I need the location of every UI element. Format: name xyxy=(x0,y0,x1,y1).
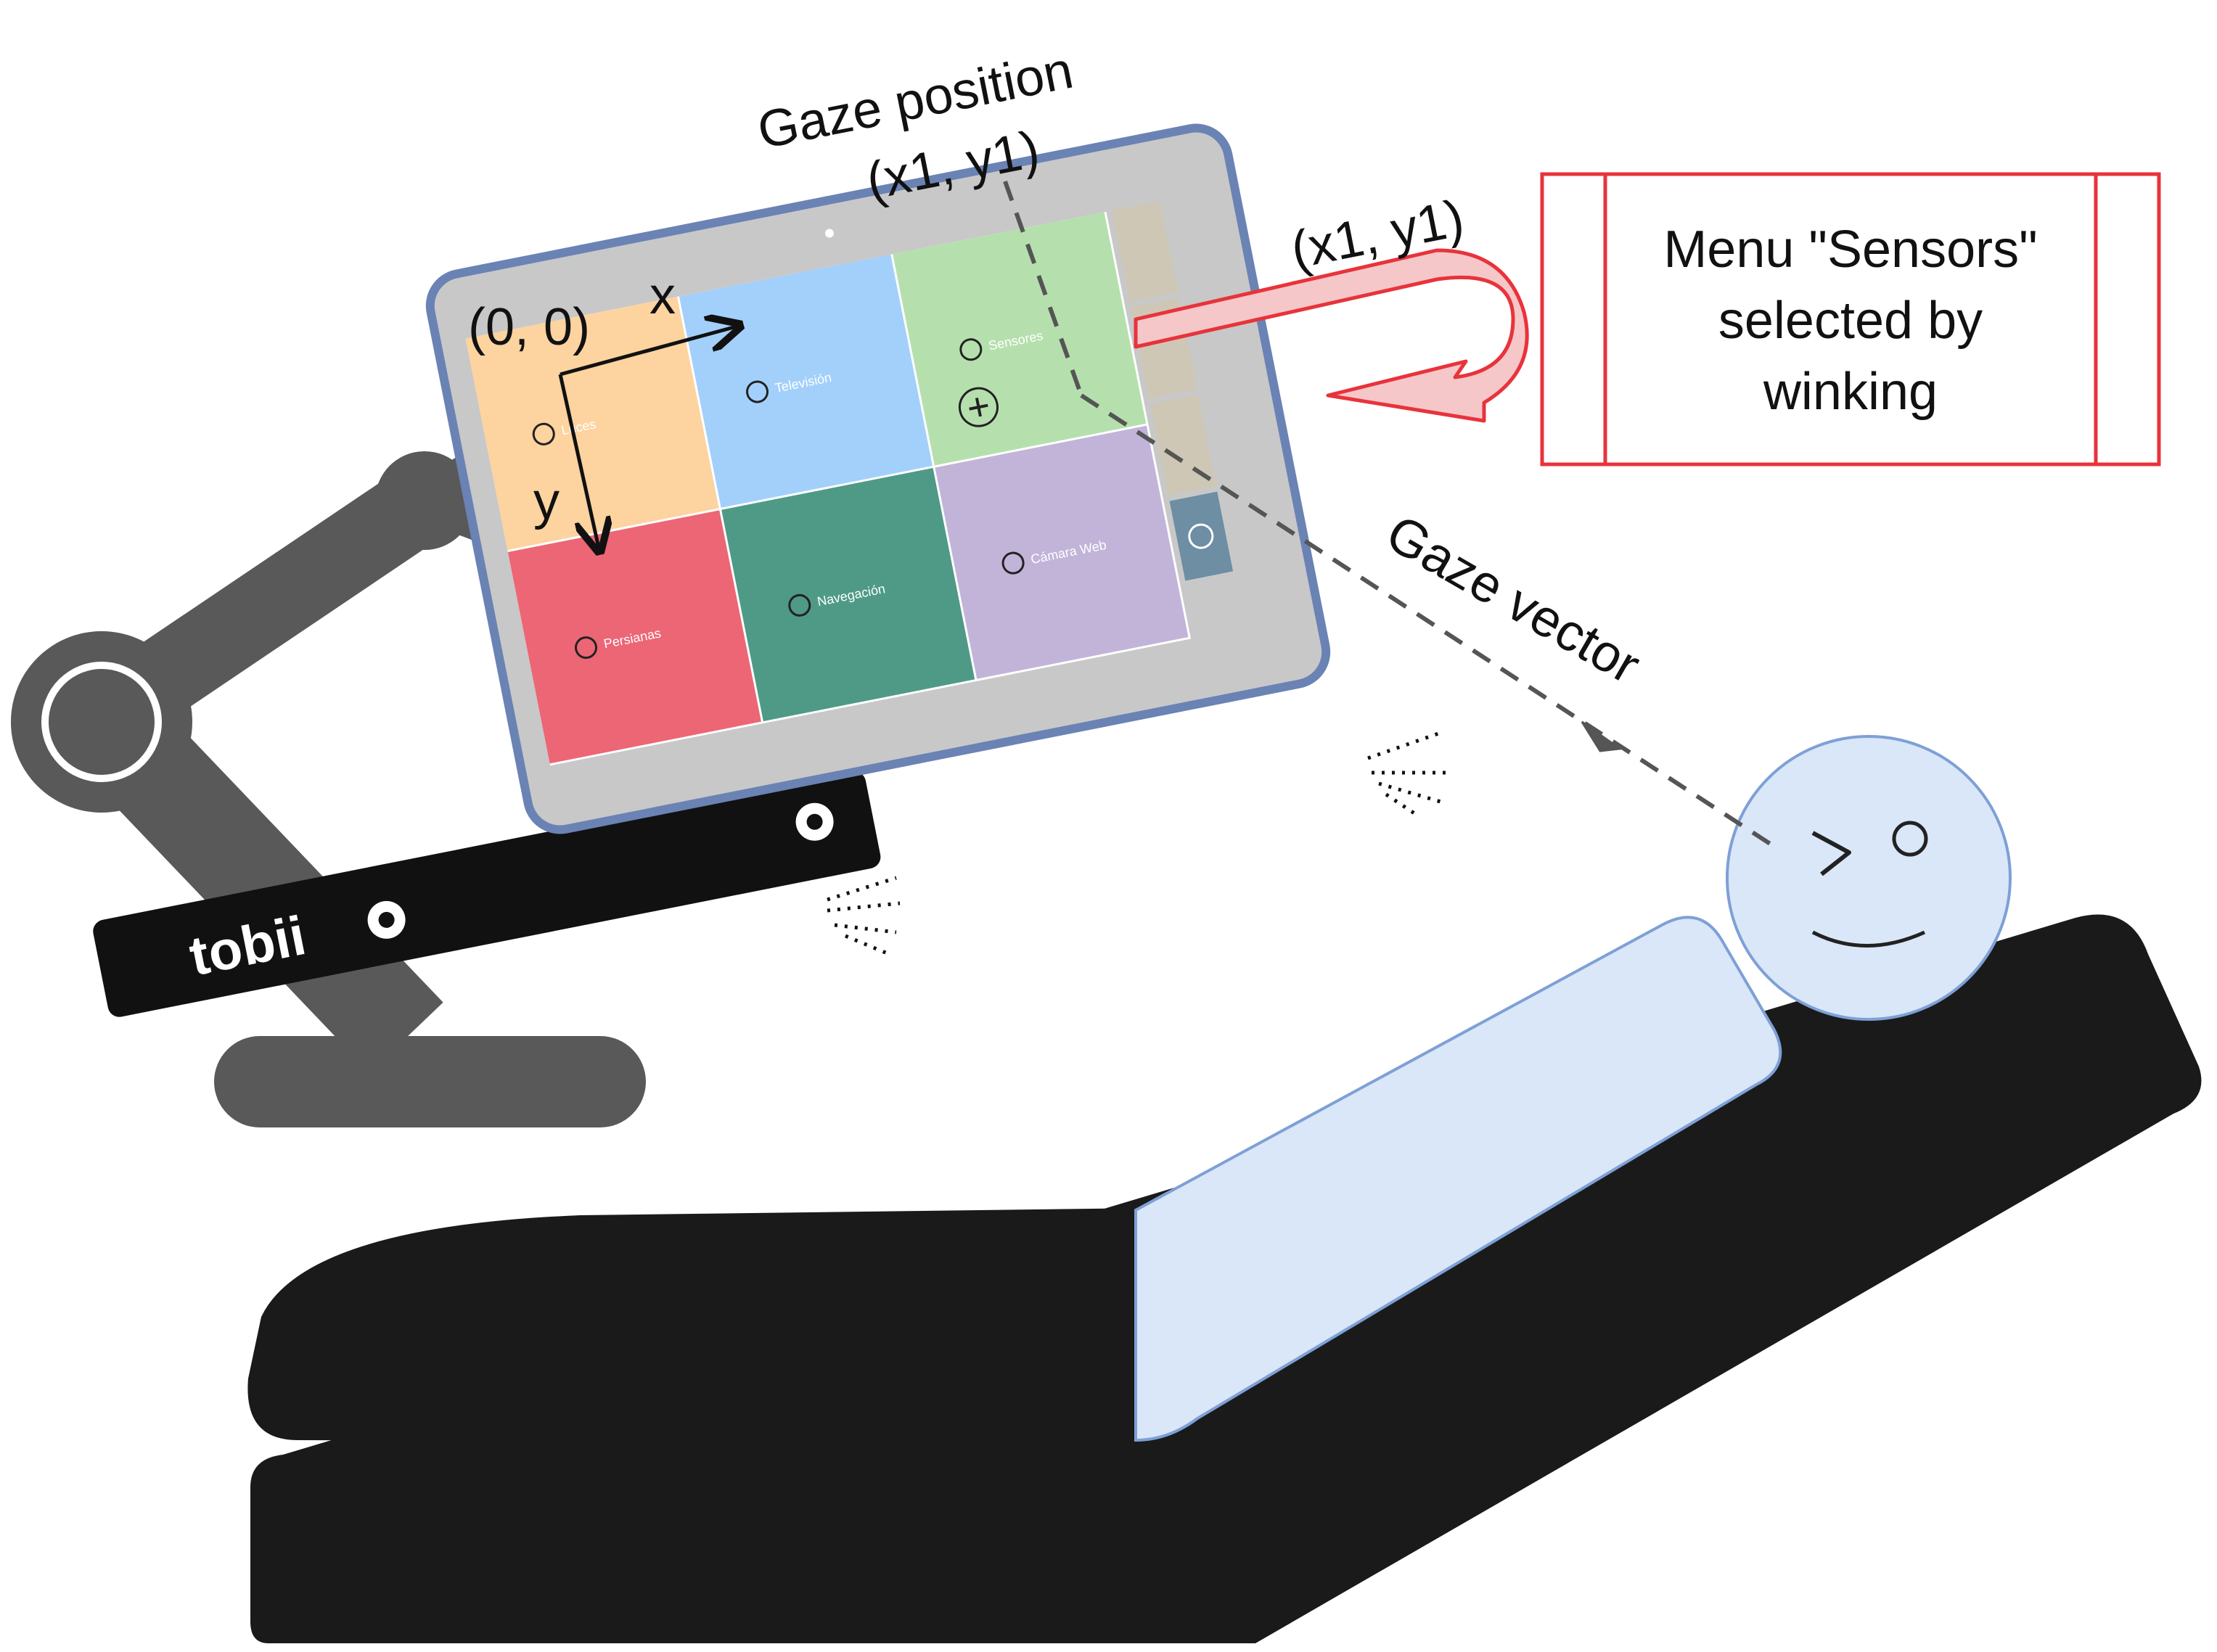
callout-line-3: winking xyxy=(1763,363,1938,421)
settings-tile[interactable] xyxy=(1169,491,1234,581)
callout-box: Menu "Sensors" selected by winking xyxy=(1540,172,2161,467)
tv-icon xyxy=(746,380,769,403)
hand-icon xyxy=(788,593,811,617)
gaze-vector-line xyxy=(1080,393,1779,851)
blinds-icon xyxy=(575,636,598,659)
callout-line-1: Menu "Sensors" xyxy=(1663,221,2037,279)
ir-emission-left xyxy=(827,876,901,956)
sidebar-tile-1[interactable] xyxy=(1112,201,1178,302)
robot-wrist-joint xyxy=(375,451,474,550)
robot-arm-base xyxy=(214,1036,646,1127)
tobii-sensor-right-dot xyxy=(806,813,823,830)
origin-label: (0, 0) xyxy=(468,298,590,356)
gaze-cursor-plus-v xyxy=(975,398,982,417)
tobii-sensor-left-dot xyxy=(378,911,395,928)
callout-line-2: selected by xyxy=(1718,292,1983,350)
smile-icon xyxy=(1811,930,1926,948)
open-eye-icon xyxy=(1892,821,1928,857)
camera-icon xyxy=(1001,551,1025,575)
bulb-icon xyxy=(532,422,555,445)
patient-body xyxy=(1134,916,1782,1442)
tablet-menu-grid: LucesTelevisiónSensoresPersianasNavegaci… xyxy=(465,212,1189,764)
ir-emission-right xyxy=(1367,731,1448,818)
menu-tile-5[interactable] xyxy=(721,468,975,722)
tobii-bar xyxy=(93,771,881,1017)
winking-eye-icon xyxy=(1811,831,1851,876)
menu-tile-1[interactable] xyxy=(465,297,719,551)
menu-tile-3[interactable] xyxy=(893,212,1147,466)
tablet: LucesTelevisiónSensoresPersianasNavegaci… xyxy=(425,123,1331,834)
patient-head xyxy=(1726,735,2012,1021)
patient xyxy=(1134,735,2012,1442)
robot-shoulder-joint xyxy=(11,631,192,813)
gear-icon xyxy=(1188,523,1214,549)
x-axis-arrow xyxy=(560,326,737,377)
x-axis-label: x xyxy=(649,267,676,325)
robot-shoulder-ring xyxy=(41,662,162,782)
selection-arrow xyxy=(1134,248,1529,423)
menu-tile-4[interactable] xyxy=(507,510,761,764)
gaze-vector-label: Gaze vector xyxy=(1377,504,1650,695)
coordinate-axes: (0, 0) x y xyxy=(468,267,737,548)
tobii-eye-tracker: tobii xyxy=(93,771,881,1017)
bed-pillow-cushion xyxy=(247,1208,1161,1444)
tablet-camera-icon xyxy=(824,229,834,238)
y-axis-arrow xyxy=(558,374,599,548)
menu-tile-6[interactable] xyxy=(935,425,1189,679)
gauge-icon xyxy=(959,338,983,361)
callout-frame xyxy=(1540,172,2161,467)
y-axis-label: y xyxy=(533,472,560,530)
gaze-position-line xyxy=(1003,180,1083,397)
gaze-vector-arrowhead xyxy=(1581,720,1623,752)
